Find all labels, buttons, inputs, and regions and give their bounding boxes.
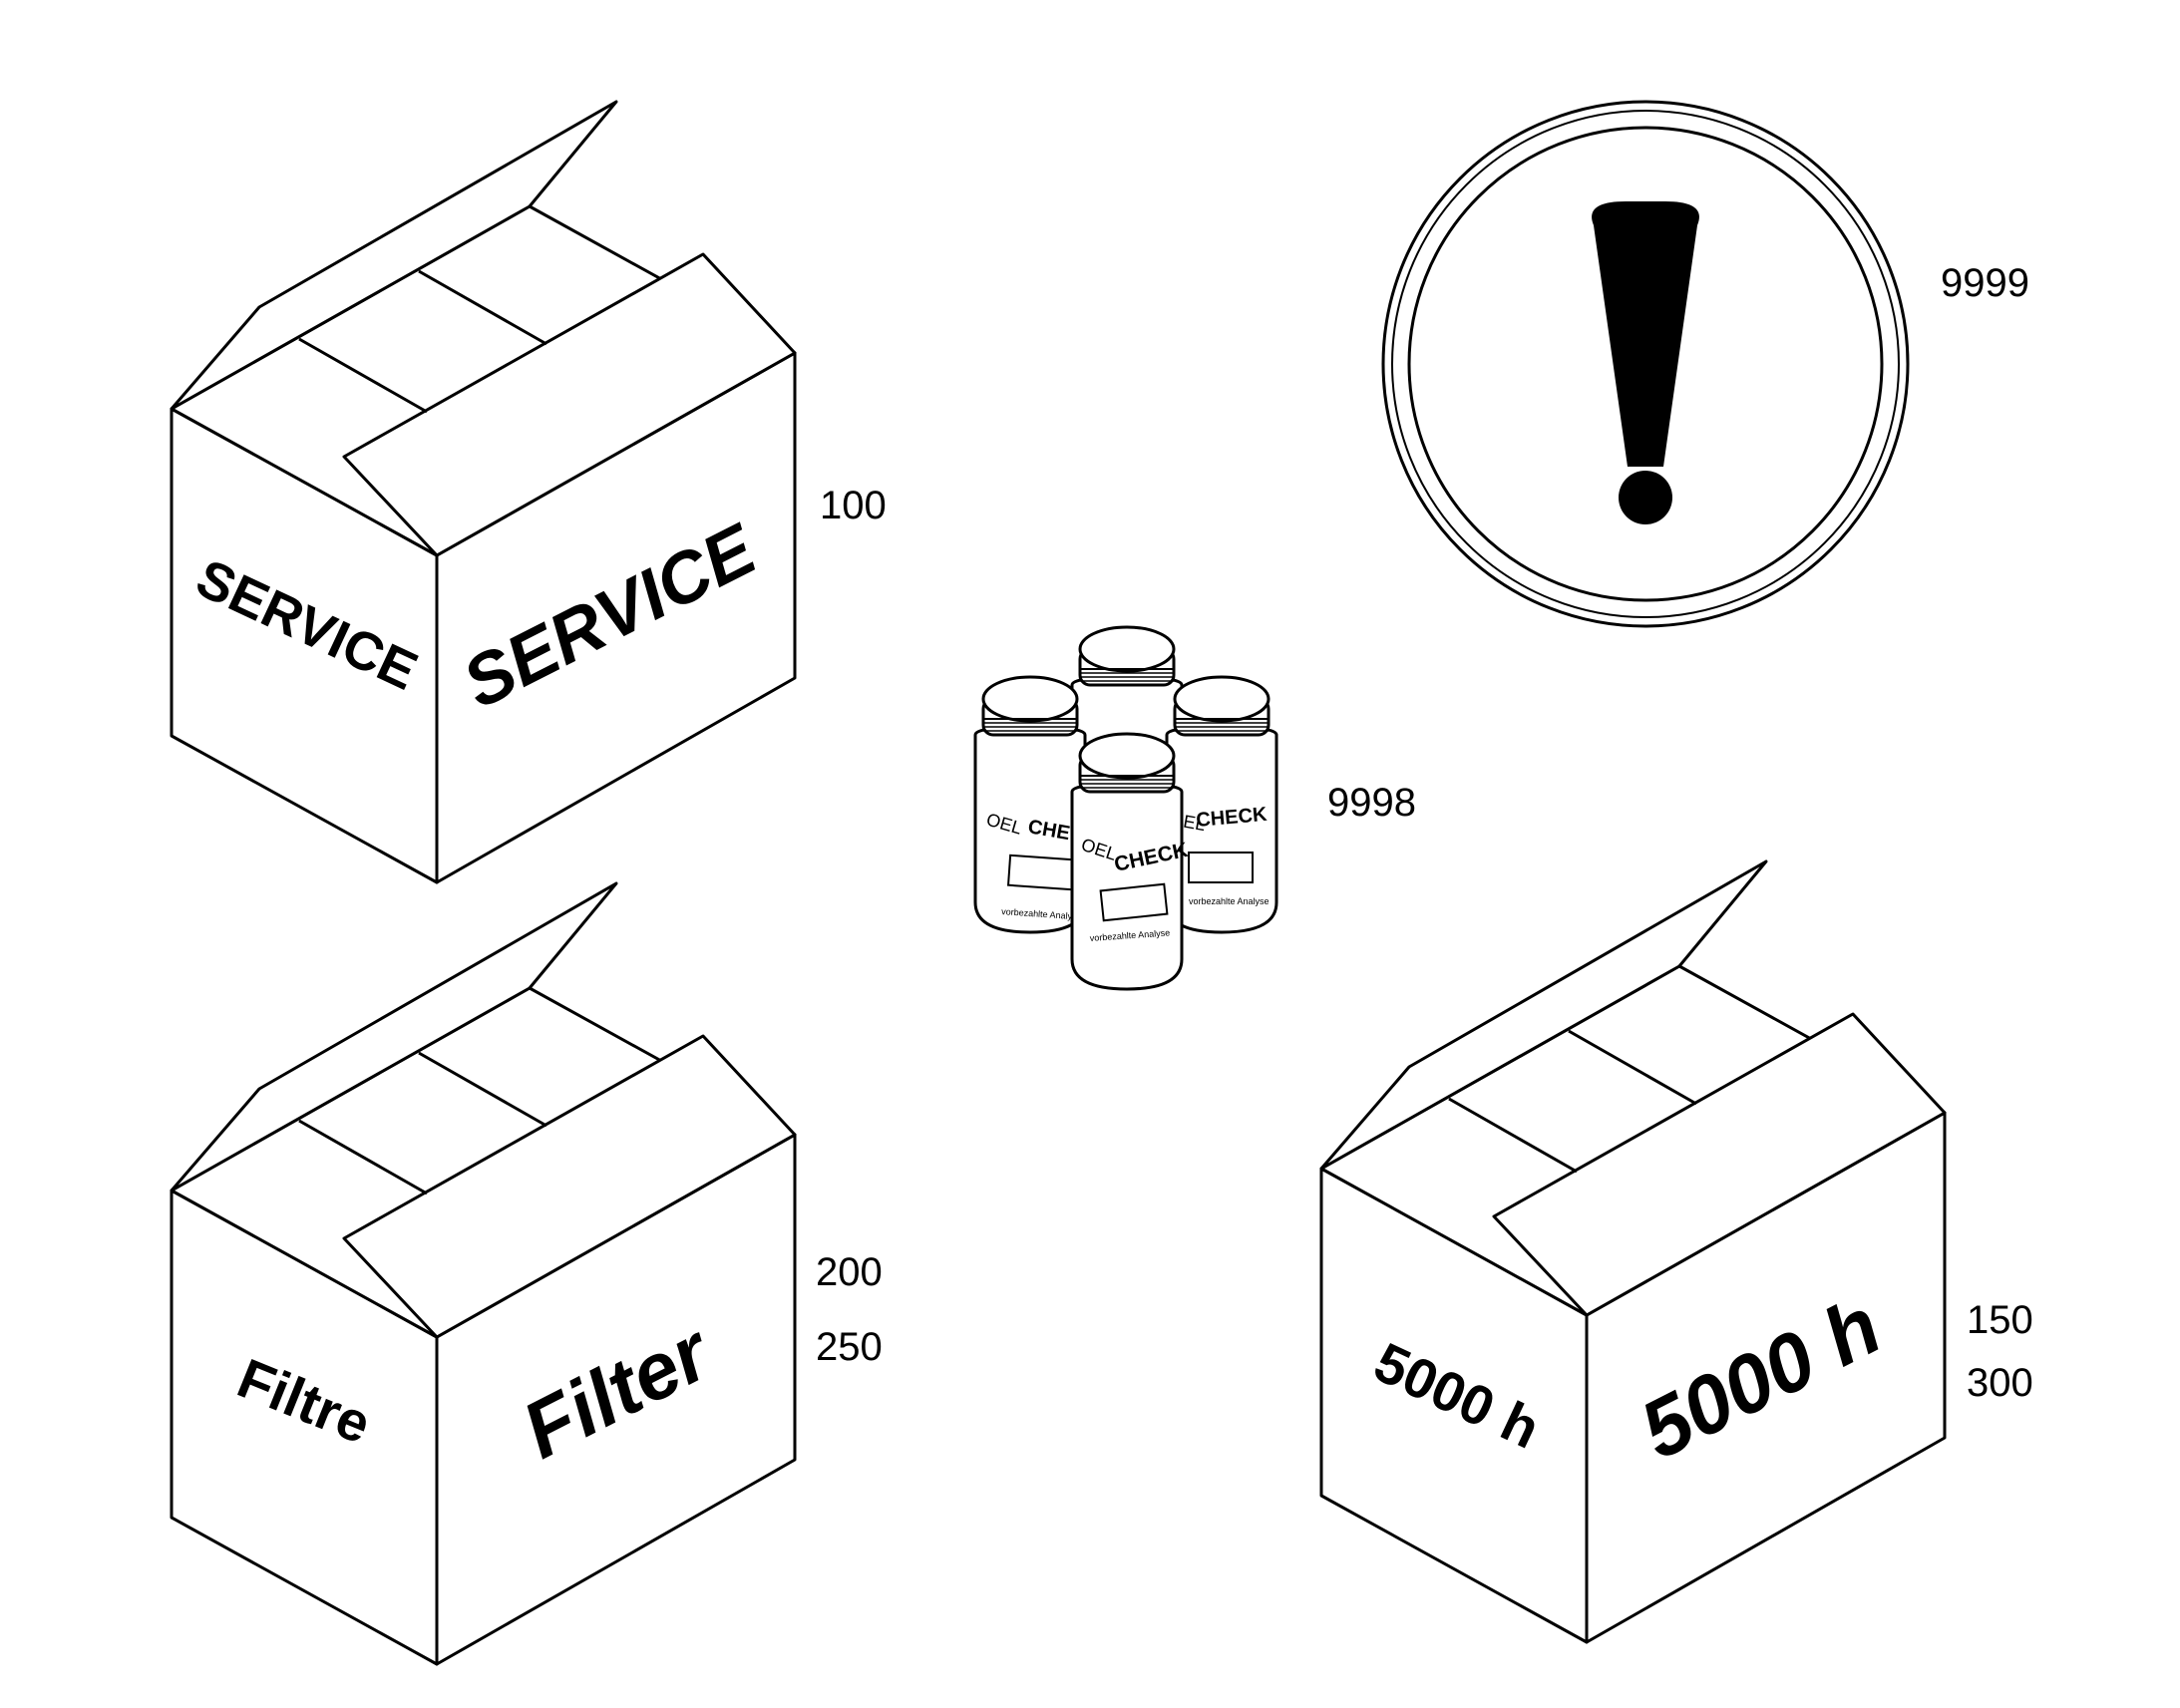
service-box-ref-100: 100 [820,484,887,527]
bottle-front: OEL CHECK vorbezahlte Analyse [1070,732,1190,991]
hours-box-ref-150: 150 [1967,1298,2033,1342]
filter-box-ref-250: 250 [816,1325,883,1369]
warning-sign-ref-9999: 9999 [1941,261,2029,305]
warning-sign-icon [1381,100,1910,628]
filter-box-ref-200: 200 [816,1250,883,1294]
bottle-right: OEL CHECK vorbezahlte Analyse [1165,675,1278,934]
hours-box: 5000 h 5000 h [1319,859,1947,1644]
bottles-ref-9998: 9998 [1327,781,1416,825]
service-box: SERVICE SERVICE [170,100,797,884]
bottle-right-caption: vorbezahlte Analyse [1189,896,1270,906]
filter-box: Filtre Filter [170,881,797,1666]
exclamation-icon [1592,201,1699,467]
oil-sample-bottles: OEL CHECK vorbezahlte Analyse OEL CHECK … [973,625,1278,991]
hours-box-ref-300: 300 [1967,1361,2033,1405]
